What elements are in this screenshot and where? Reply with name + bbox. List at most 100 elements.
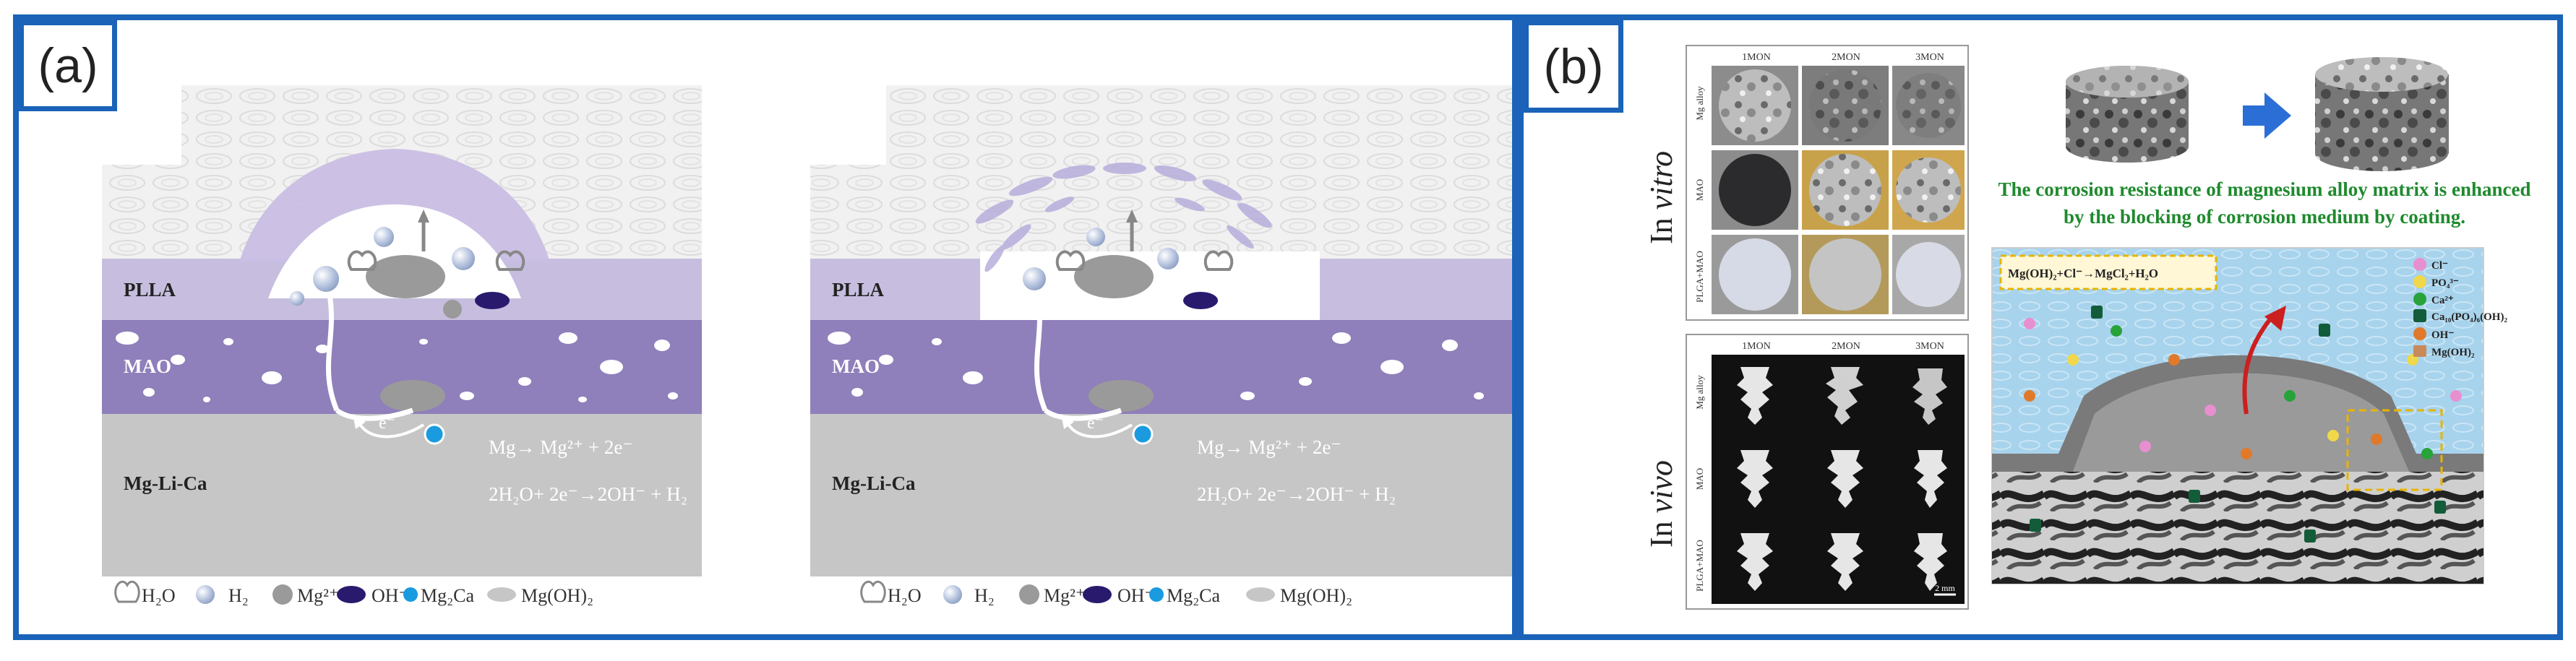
- panel-a-tag: (a): [19, 20, 117, 111]
- in-vitro-label: In vitro: [1644, 151, 1679, 244]
- bone-region: [1992, 472, 2483, 584]
- corrosion-arrow: [2242, 311, 2277, 415]
- reaction-2: 2H₂O+ 2e⁻→2OH⁻ + H₂: [489, 483, 687, 505]
- legend-right: H₂O H₂ Mg²⁺ OH⁻ Mg₂Ca Mg(OH)₂: [860, 580, 1352, 606]
- svg-text:H₂O: H₂O: [142, 585, 176, 606]
- mgoh2-icon: [487, 587, 516, 602]
- coating-cylinders: [2066, 57, 2449, 171]
- svg-text:H₂: H₂: [974, 585, 995, 606]
- svg-text:OH⁻: OH⁻: [1117, 585, 1154, 606]
- svg-text:2 mm: 2 mm: [1935, 583, 1955, 593]
- svg-text:e⁻: e⁻: [1087, 414, 1104, 433]
- right-corrosion-diagram: PLLA MAO Mg-Li-Ca e⁻ Mg→ Mg²⁺ + 2e⁻ 2H₂O…: [810, 85, 1512, 576]
- substrate-layer: [810, 414, 1512, 576]
- svg-text:Ca²⁺: Ca²⁺: [2431, 295, 2454, 306]
- svg-text:MAO: MAO: [1694, 468, 1705, 490]
- svg-text:3MON: 3MON: [1915, 341, 1944, 352]
- solution-region: [181, 85, 702, 165]
- svg-text:3MON: 3MON: [1915, 52, 1944, 63]
- legend-left: H₂O H₂ Mg²⁺ OH⁻ Mg₂Ca Mg(OH)₂: [114, 580, 593, 606]
- mg2ca-icon: [1149, 587, 1164, 602]
- left-corrosion-diagram: PLLA MAO Mg-Li-Ca e⁻ Mg→ Mg²⁺ + 2e⁻ 2H₂O…: [102, 85, 702, 576]
- crack-path: [325, 294, 414, 421]
- svg-text:Mg alloy: Mg alloy: [1694, 375, 1705, 410]
- h2-icon: [943, 585, 962, 604]
- oh-icon: [1083, 586, 1112, 603]
- svg-text:2H₂O+ 2e⁻→2OH⁻ + H₂: 2H₂O+ 2e⁻→2OH⁻ + H₂: [1197, 483, 1396, 505]
- oh-ion: [475, 292, 510, 309]
- svg-text:1MON: 1MON: [1742, 341, 1771, 352]
- highlight-box: [2346, 409, 2443, 491]
- plla-label: PLLA: [124, 279, 176, 301]
- svg-text:PLGA+MAO: PLGA+MAO: [1694, 251, 1705, 303]
- mg-ion-deposit: [380, 380, 445, 412]
- svg-text:OH⁻: OH⁻: [2431, 329, 2454, 341]
- ca-icon: [2413, 293, 2426, 306]
- panel-b-figure: In vitro In vivo 1MON 2MON 3MON Mg alloy…: [1644, 45, 2507, 610]
- svg-text:Ca₁₀(PO₄)₆(OH)₂: Ca₁₀(PO₄)₆(OH)₂: [2431, 311, 2507, 323]
- mg-ion-large: [366, 255, 445, 298]
- h2-bubble: [313, 266, 339, 292]
- svg-text:2MON: 2MON: [1832, 341, 1860, 352]
- svg-text:Mg²⁺: Mg²⁺: [1044, 585, 1086, 606]
- svg-text:Mg(OH)₂: Mg(OH)₂: [1280, 585, 1352, 606]
- in-vivo-label: In vivo: [1644, 460, 1679, 548]
- svg-text:PLLA: PLLA: [832, 279, 885, 301]
- svg-text:Mg(OH)₂: Mg(OH)₂: [521, 585, 593, 606]
- in-vivo-grid: 1MON 2MON 3MON Mg alloy MAO PLGA+MAO 2 m…: [1686, 334, 1969, 610]
- svg-text:Cl⁻: Cl⁻: [2431, 260, 2448, 272]
- svg-text:Mg(OH)₂+Cl⁻→MgCl₂+H₂O: Mg(OH)₂+Cl⁻→MgCl₂+H₂O: [2008, 267, 2158, 280]
- substrate-label: Mg-Li-Ca: [124, 472, 207, 494]
- mg-ion-icon: [272, 584, 293, 605]
- mao-layer: [810, 320, 1512, 414]
- mgoh2-icon: [1246, 587, 1275, 602]
- svg-text:Mg₂Ca: Mg₂Ca: [421, 585, 475, 606]
- svg-text:2MON: 2MON: [1832, 52, 1860, 63]
- h2o-icon: [860, 580, 886, 603]
- h2-icon: [196, 585, 215, 604]
- reaction-1: Mg→ Mg²⁺ + 2e⁻: [489, 436, 633, 458]
- svg-text:PLGA+MAO: PLGA+MAO: [1694, 540, 1705, 592]
- panel-b: (b) In vitro In v: [1518, 14, 2563, 640]
- substrate-layer: [102, 414, 702, 576]
- ion-legend: Cl⁻ PO₄³⁻ Ca²⁺ Ca₁₀(PO₄)₆(OH)₂ OH⁻ Mg(OH…: [2413, 258, 2507, 358]
- svg-text:Mg→ Mg²⁺ + 2e⁻: Mg→ Mg²⁺ + 2e⁻: [1197, 436, 1341, 458]
- ion-particles: [2024, 306, 2462, 543]
- svg-text:Mg₂Ca: Mg₂Ca: [1167, 585, 1221, 606]
- plla-fragments: [975, 163, 1272, 272]
- h2o-drop: [347, 250, 377, 271]
- svg-text:H₂: H₂: [228, 585, 249, 606]
- screw-renders: [1737, 367, 1947, 591]
- panel-a-figure: PLLA MAO Mg-Li-Ca e⁻ Mg→ Mg²⁺ + 2e⁻ 2H₂O…: [102, 85, 1512, 606]
- cl-icon: [2413, 258, 2426, 271]
- panel-a: (a): [13, 14, 1518, 640]
- panel-b-tag: (b): [1524, 20, 1623, 113]
- svg-text:Mg(OH)₂: Mg(OH)₂: [2431, 347, 2475, 358]
- h2o-icon: [114, 580, 140, 603]
- finding-caption: The corrosion resistance of magnesium al…: [1998, 178, 2531, 228]
- svg-text:Mg²⁺: Mg²⁺: [297, 585, 339, 606]
- mg-ion-icon: [1019, 584, 1039, 605]
- arrow-right-icon: [2243, 92, 2291, 139]
- corrosion-mechanism-schematic: Mg(OH)₂+Cl⁻→MgCl₂+H₂O Cl⁻ P: [1991, 247, 2507, 584]
- reaction-box: [1999, 254, 2217, 290]
- mao-label: MAO: [124, 355, 171, 377]
- svg-text:Mg alloy: Mg alloy: [1694, 86, 1705, 121]
- oh-icon: [337, 586, 366, 603]
- mg2ca-particle: [424, 423, 445, 445]
- coating-layer: [1992, 355, 2483, 472]
- svg-text:PO₄³⁻: PO₄³⁻: [2431, 277, 2459, 289]
- mg2ca-particle: [1132, 423, 1154, 445]
- hydroxyapatite-icon: [2413, 309, 2426, 322]
- in-vitro-grid: 1MON 2MON 3MON Mg alloy MAO PLGA+MAO: [1686, 45, 1969, 321]
- electron-label: e⁻: [379, 414, 395, 433]
- po4-icon: [2413, 275, 2426, 288]
- svg-text:H₂O: H₂O: [888, 585, 922, 606]
- svg-text:MAO: MAO: [832, 355, 880, 377]
- mgoh2-icon: [2413, 345, 2426, 357]
- oh-icon: [2413, 327, 2426, 340]
- mg2ca-icon: [403, 587, 418, 602]
- mao-pores: [116, 332, 678, 402]
- svg-text:1MON: 1MON: [1742, 52, 1771, 63]
- svg-text:OH⁻: OH⁻: [372, 585, 408, 606]
